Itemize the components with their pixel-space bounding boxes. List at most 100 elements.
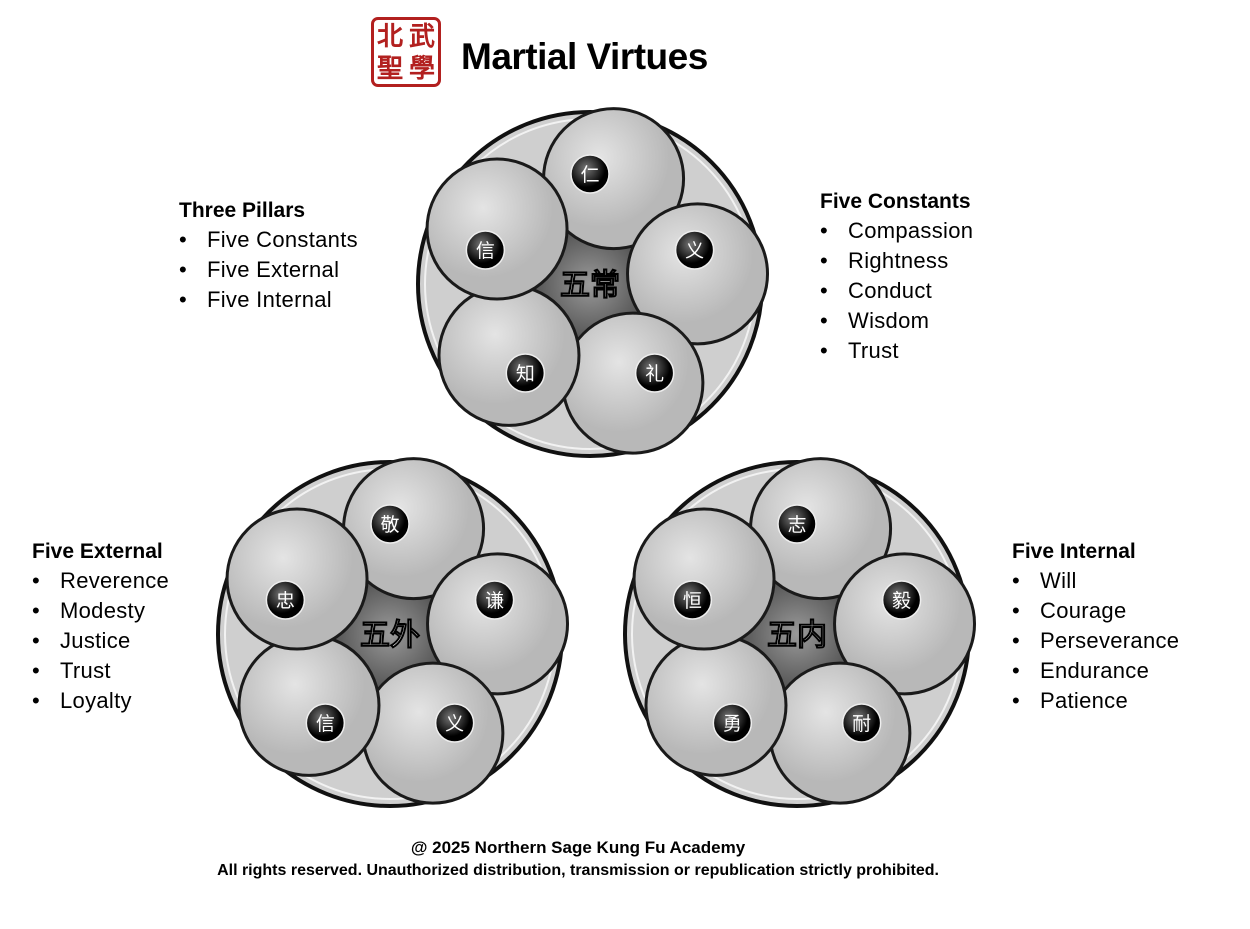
virtue-char: 敬 <box>380 514 399 536</box>
virtue-char: 忠 <box>276 590 295 612</box>
academy-logo: 北 武 聖 學 <box>371 17 441 87</box>
item-list: •Five Constants• Five External • Five Inter… <box>179 225 358 315</box>
item-list: •Reverence•Modesty•Justice•Trust•Loyalty <box>32 566 169 716</box>
disk-lobe <box>425 157 569 301</box>
list-item-label: Wisdom <box>848 308 930 333</box>
list-item-label: Courage <box>1040 598 1127 623</box>
bullet: • <box>179 257 188 282</box>
list-item: • Conduct <box>820 276 973 306</box>
disk-lobe <box>632 507 776 651</box>
disk-lobe <box>626 202 770 346</box>
disk-lobe <box>768 661 912 805</box>
virtue-medallion <box>265 580 306 620</box>
list-item-label: Will <box>1040 568 1077 593</box>
bullet: • <box>1012 628 1021 653</box>
bullet: • <box>1012 658 1021 683</box>
disk-lobe <box>561 311 705 455</box>
list-item: •Trust <box>32 656 169 686</box>
virtue-medallion <box>634 353 675 393</box>
virtue-char: 毅 <box>892 590 911 612</box>
bullet: • <box>820 218 829 243</box>
bullet: • <box>820 278 829 303</box>
virtue-medallion <box>777 504 817 544</box>
bullet: • <box>32 628 41 653</box>
virtue-medallion <box>305 703 346 743</box>
page-title: Martial Virtues <box>461 36 708 77</box>
virtue-char: 礼 <box>645 363 664 385</box>
list-item: •Five Constants <box>179 225 358 255</box>
five-internal-block: Five Internal •Will•Courage•Perseverance… <box>1012 537 1179 716</box>
list-item-label: Conduct <box>848 278 933 303</box>
virtue-medallion <box>505 353 546 393</box>
virtue-char: 耐 <box>852 713 871 735</box>
rights-notice: All rights reserved. Unauthorized distri… <box>217 862 939 879</box>
list-item: • Endurance <box>1012 656 1179 686</box>
virtue-char: 仁 <box>580 164 599 186</box>
three-pillars-block: Three Pillars •Five Constants• Five Exter… <box>179 196 358 315</box>
disk-lobe <box>361 661 505 805</box>
list-item-label: Perseverance <box>1040 628 1180 653</box>
bullet: • <box>32 598 41 623</box>
list-item-label: Rightness <box>848 248 949 273</box>
five-external-block: Five External • Reverence • Modesty • Justice… <box>32 537 169 716</box>
list-item: • Wisdom <box>820 306 973 336</box>
list-item: •Will <box>1012 566 1179 596</box>
five-constants-disk: 仁义礼 知 信五常 <box>416 107 770 458</box>
virtue-char: 信 <box>316 713 335 735</box>
disk-lobe <box>237 633 381 777</box>
item-list: • Compassion • Rightness • Conduct • Wisdom • Tru… <box>820 216 973 366</box>
list-item-label: Loyalty <box>60 688 132 713</box>
list-item-label: Reverence <box>60 568 170 593</box>
bullet: • <box>1012 688 1021 713</box>
block-heading: Three Pillars <box>179 199 306 222</box>
disk-lobe <box>225 507 369 651</box>
list-item-label: Five External <box>207 257 340 282</box>
list-item-label: Endurance <box>1040 658 1150 683</box>
bullet: • <box>32 658 41 683</box>
block-heading: Five Internal <box>1012 540 1136 563</box>
list-item: • Patience <box>1012 686 1179 716</box>
bullet: • <box>32 688 41 713</box>
copyright-line: @ 2025 Northern Sage Kung Fu Academy <box>410 838 746 857</box>
disk-lobe <box>833 552 977 696</box>
virtue-medallion <box>881 580 922 620</box>
list-item: • Rightness <box>820 246 973 276</box>
virtue-medallion <box>672 580 713 620</box>
bullet: • <box>32 568 41 593</box>
block-heading: Five External <box>32 540 163 563</box>
virtue-char: 信 <box>476 240 495 262</box>
bullet: • <box>1012 598 1021 623</box>
virtue-medallion <box>712 703 753 743</box>
virtue-char: 恒 <box>683 590 702 612</box>
list-item-label: Modesty <box>60 598 146 623</box>
list-item-label: Patience <box>1040 688 1129 713</box>
list-item-label: Five Internal <box>207 287 332 312</box>
five-constants-block: Five Constants • Compassion • Rightness • Con… <box>820 187 973 366</box>
list-item: • Perseverance <box>1012 626 1179 656</box>
disk-center-label: 五内 <box>767 618 827 653</box>
disk-lobe <box>437 283 581 427</box>
bullet: • <box>820 248 829 273</box>
virtue-char: 知 <box>516 363 535 385</box>
item-list: •Will•Courage•Perseverance•Endurance•Pat… <box>1012 566 1179 716</box>
list-item-label: Compassion <box>848 218 974 243</box>
list-item: • Trust <box>820 336 973 366</box>
list-item: • Compassion <box>820 216 973 246</box>
disk-lobe <box>644 633 788 777</box>
bullet: • <box>820 338 829 363</box>
disk-lobe <box>426 552 570 696</box>
disk-center-label: 五外 <box>360 618 420 653</box>
block-heading: Five Constants <box>820 190 971 213</box>
list-item: • Courage <box>1012 596 1179 626</box>
list-item-label: Justice <box>60 628 131 653</box>
disk-center-label: 五常 <box>560 268 620 303</box>
virtue-char: 志 <box>787 514 806 536</box>
virtue-medallion <box>370 504 410 544</box>
list-item-label: Trust <box>848 338 899 363</box>
virtue-char: 义 <box>685 240 704 262</box>
bullet: • <box>820 308 829 333</box>
bullet: • <box>179 227 188 252</box>
virtue-char: 义 <box>445 713 464 735</box>
